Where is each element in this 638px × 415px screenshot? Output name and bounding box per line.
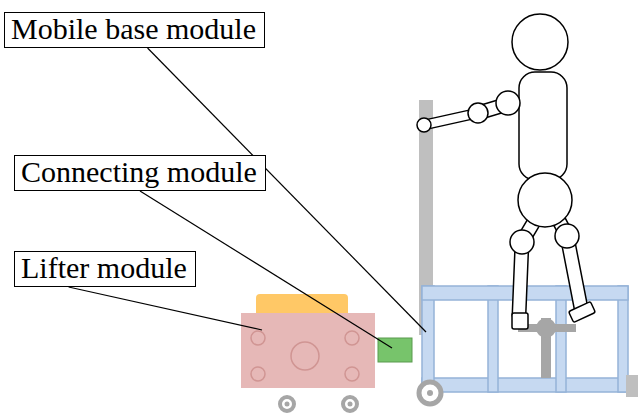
label-box: Connecting module xyxy=(14,155,266,191)
part-label: Lifter module xyxy=(21,252,189,284)
label-box: Mobile base module xyxy=(4,12,265,48)
part-label: Mobile base module xyxy=(11,13,258,45)
connector-block xyxy=(378,338,412,362)
robot-body xyxy=(417,14,595,329)
front-wheel xyxy=(419,382,441,404)
lifter-holes xyxy=(251,331,359,381)
front-wheel-hub xyxy=(427,390,433,396)
rear-part xyxy=(626,375,638,397)
leader-line xyxy=(69,287,262,330)
lifter-wheel-hubs xyxy=(285,402,353,407)
lifter-wheels xyxy=(280,397,357,411)
label-box: Lifter module xyxy=(14,251,196,287)
leader-lines xyxy=(69,48,426,348)
part-label: Connecting module xyxy=(21,156,259,188)
